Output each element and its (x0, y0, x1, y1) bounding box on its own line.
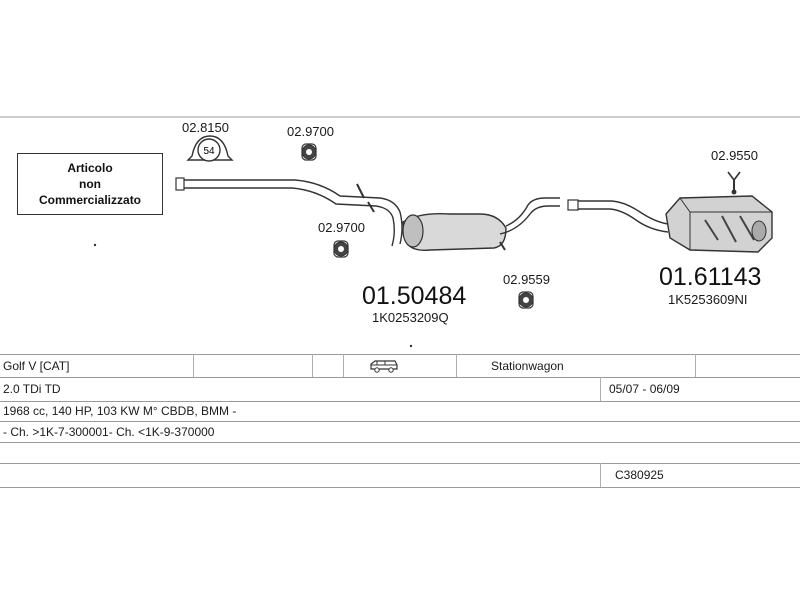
hanger-top-icon[interactable] (301, 143, 317, 161)
rear-silencer-oem: 1K5253609NI (668, 292, 748, 307)
row-model: Golf V [CAT] Stationwagon (0, 354, 800, 377)
body-type-cell: Stationwagon (491, 358, 564, 373)
clamp-code: 02.8150 (182, 120, 229, 135)
hanger-low-icon[interactable] (518, 291, 534, 309)
clamp-badge: 54 (203, 146, 215, 157)
clamp-icon[interactable]: 54 (186, 135, 234, 162)
rear-silencer[interactable] (665, 195, 773, 253)
chassis-cell: - Ch. >1K-7-300001- Ch. <1K-9-370000 (3, 424, 215, 439)
marker-dot (93, 243, 97, 247)
front-pipe[interactable] (175, 177, 403, 247)
hanger-low-code: 02.9559 (503, 272, 550, 287)
row-empty (0, 442, 800, 463)
hanger-top-code: 02.9700 (287, 124, 334, 139)
row-chassis: - Ch. >1K-7-300001- Ch. <1K-9-370000 (0, 421, 800, 442)
row-specs: 1968 cc, 140 HP, 103 KW M° CBDB, BMM - (0, 401, 800, 421)
model-cell: Golf V [CAT] (3, 358, 70, 373)
marker-dot (409, 344, 413, 348)
note-line-2: non (79, 177, 101, 191)
row-engine: 2.0 TDi TD 05/07 - 06/09 (0, 377, 800, 401)
middle-silencer[interactable] (402, 197, 560, 251)
not-available-note: Articolo non Commercializzato (17, 153, 163, 215)
vehicle-info-table: Golf V [CAT] Stationwagon 2.0 TDi TD 05/… (0, 354, 800, 488)
years-cell: 05/07 - 06/09 (609, 382, 680, 396)
rear-pipe[interactable] (567, 199, 669, 233)
row-catalog: C380925 (0, 463, 800, 487)
rear-silencer-code: 01.61143 (659, 263, 761, 291)
middle-silencer-oem: 1K0253209Q (372, 310, 449, 325)
hanger-right-code: 02.9550 (711, 148, 758, 163)
note-line-3: Commercializzato (38, 193, 142, 207)
hanger-right-icon[interactable] (727, 171, 741, 195)
hanger-mid-code: 02.9700 (318, 220, 365, 235)
catalog-number-cell: C380925 (615, 468, 664, 482)
middle-silencer-code: 01.50484 (362, 282, 466, 310)
specs-cell: 1968 cc, 140 HP, 103 KW M° CBDB, BMM - (3, 404, 237, 418)
station-wagon-car-icon (366, 354, 399, 377)
note-line-1: Articolo (67, 161, 113, 175)
engine-cell: 2.0 TDi TD (3, 382, 61, 396)
hanger-mid-icon[interactable] (333, 240, 349, 258)
